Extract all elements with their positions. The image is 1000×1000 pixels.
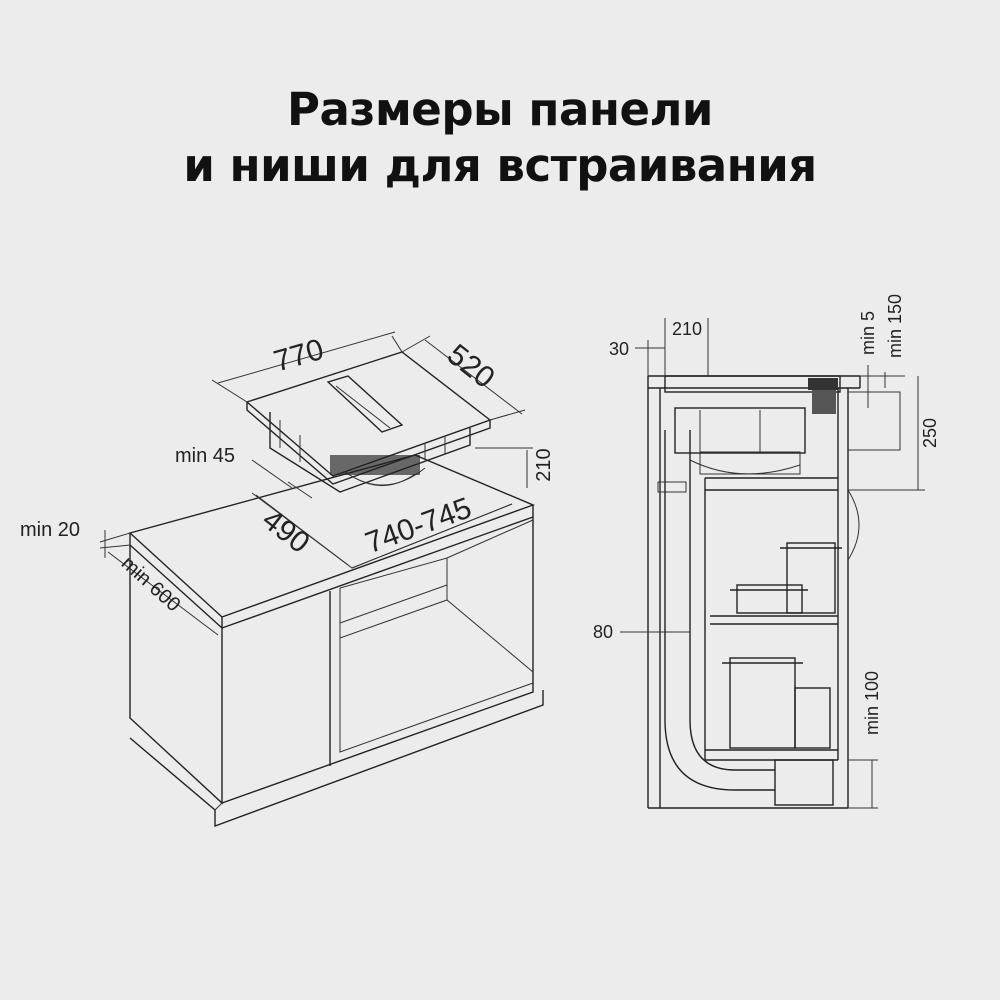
cross-section-diagram: 30 210 min 5 min 150 250 80 min 100 (593, 294, 940, 809)
dim-210: 210 (533, 448, 555, 481)
dim-770: 770 (270, 333, 327, 379)
dim-210-right: 210 (672, 319, 702, 339)
dim-250: 250 (920, 418, 940, 448)
cabinet-body (129, 517, 544, 828)
dim-740-745: 740-745 (361, 491, 476, 560)
dim-80: 80 (593, 622, 613, 642)
dim-30: 30 (609, 339, 629, 359)
dim-520: 520 (441, 338, 501, 395)
dim-min150: min 150 (885, 294, 905, 358)
dim-min20: min 20 (20, 519, 80, 541)
isometric-cabinet-diagram: 770 520 210 min 45 490 740-745 min 20 mi… (20, 331, 555, 828)
pots (722, 542, 842, 749)
dim-min100: min 100 (862, 671, 882, 735)
title-line-2: и ниши для встраивания (183, 139, 817, 192)
duct (657, 430, 834, 806)
dim-490: 490 (256, 503, 316, 560)
right-dimension-lines (620, 318, 925, 809)
worktop (128, 454, 535, 629)
left-dimension-lines (99, 331, 533, 636)
hob-section (664, 375, 841, 475)
dim-min5: min 5 (858, 311, 878, 355)
title-line-1: Размеры панели (287, 83, 713, 136)
page-title: Размеры панели и ниши для встраивания (0, 82, 1000, 194)
cabinet-walls (647, 388, 901, 809)
dim-min45: min 45 (175, 445, 235, 467)
